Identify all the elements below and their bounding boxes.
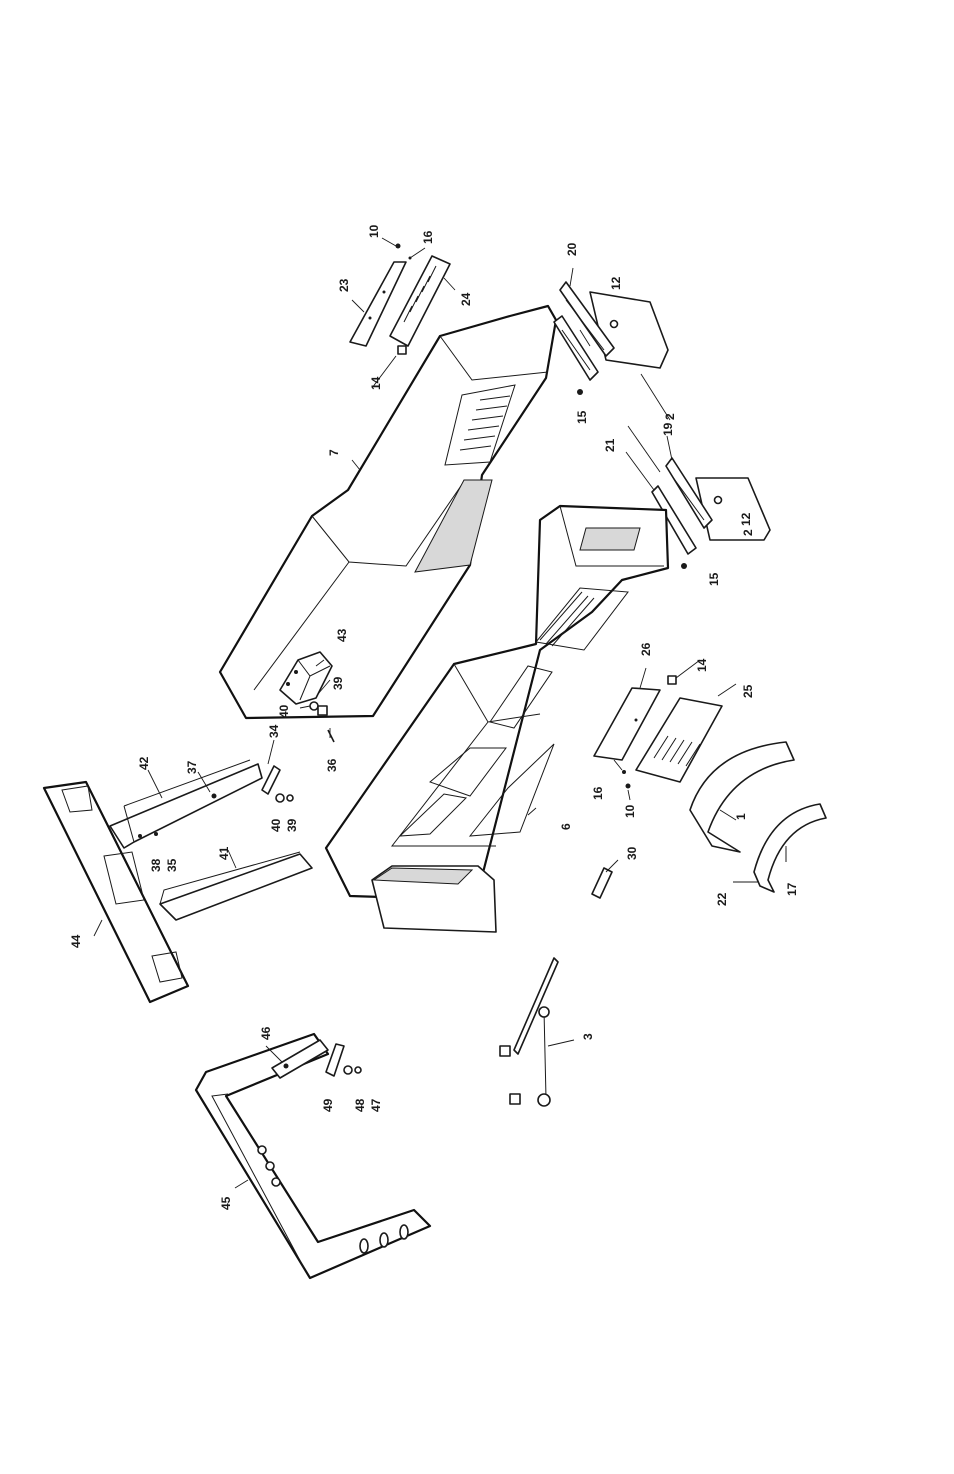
callout-47: 47 [369, 1098, 383, 1112]
callout-24: 24 [459, 292, 473, 306]
callout-25: 25 [741, 684, 755, 698]
callout-40-upper: 40 [277, 704, 291, 718]
part-2-panel-lower [696, 478, 770, 540]
part-45-frame [196, 1034, 430, 1278]
part-37-bolt [212, 794, 217, 799]
callout-12-upper: 12 [609, 276, 623, 290]
callout-10-upper: 10 [367, 224, 381, 238]
part-12-screw-upper [611, 321, 618, 328]
callout-39-upper: 39 [331, 676, 345, 690]
part-15-screw-upper [577, 389, 583, 395]
callout-49: 49 [321, 1098, 335, 1112]
callout-26: 26 [639, 642, 653, 656]
part-40-washer [276, 794, 284, 802]
part-16-screw-lower [622, 770, 626, 774]
part-3-linkage [500, 958, 558, 1106]
part-10-screw-lower [626, 784, 631, 789]
callout-46: 46 [259, 1026, 273, 1040]
callout-21: 21 [603, 438, 617, 452]
callout-22: 22 [715, 892, 729, 906]
callout-16-upper: 16 [421, 230, 435, 244]
part-14-clip-upper [398, 346, 406, 354]
callout-39-lower: 39 [285, 818, 299, 832]
callout-15-upper: 15 [575, 410, 589, 424]
callout-42: 42 [137, 756, 151, 770]
part-48-washer [344, 1066, 352, 1074]
callout-48: 48 [353, 1098, 367, 1112]
part-47-nut [355, 1067, 361, 1073]
part-39-nut [287, 795, 293, 801]
part-38-nut [138, 834, 142, 838]
part-22-arc-trim [754, 804, 826, 892]
part-6-door [372, 866, 496, 932]
callout-7: 7 [327, 449, 341, 456]
callout-15-lower: 15 [707, 572, 721, 586]
part-14-clip-lower [668, 676, 676, 684]
callout-37: 37 [185, 760, 199, 774]
callout-36: 36 [325, 758, 339, 772]
callout-30: 30 [625, 846, 639, 860]
callout-20: 20 [565, 242, 579, 256]
callout-12-lower: 12 [739, 512, 753, 526]
callout-2-upper: 2 [663, 413, 677, 420]
part-49-plate [326, 1044, 344, 1076]
callout-3: 3 [581, 1033, 595, 1040]
callout-44: 44 [69, 934, 83, 948]
part-39-nut-upper [318, 706, 327, 715]
part-12-screw-lower [715, 497, 722, 504]
callout-2-lower: 2 [741, 529, 755, 536]
callout-45: 45 [219, 1196, 233, 1210]
callout-19: 19 [661, 422, 675, 436]
part-40-washer-upper [310, 702, 318, 710]
part-15-screw-lower [681, 563, 687, 569]
callout-14-lower: 14 [695, 658, 709, 672]
part-34-plate [262, 766, 280, 794]
callout-10-lower: 10 [623, 804, 637, 818]
part-36-bolt [328, 730, 334, 742]
callout-38: 38 [149, 858, 163, 872]
callout-40-lower: 40 [269, 818, 283, 832]
callout-41: 41 [217, 846, 231, 860]
part-41-bracket [160, 852, 312, 920]
callout-16-lower: 16 [591, 786, 605, 800]
callout-17: 17 [785, 882, 799, 896]
callout-23: 23 [337, 278, 351, 292]
part-35-screw [154, 832, 158, 836]
callout-14-upper: 14 [369, 376, 383, 390]
part-10-screw-upper [396, 244, 401, 249]
callout-43: 43 [335, 628, 349, 642]
callout-1: 1 [734, 813, 748, 820]
callout-6: 6 [559, 823, 573, 830]
callout-34: 34 [267, 724, 281, 738]
callout-35: 35 [165, 858, 179, 872]
part-30-strip [592, 868, 612, 898]
